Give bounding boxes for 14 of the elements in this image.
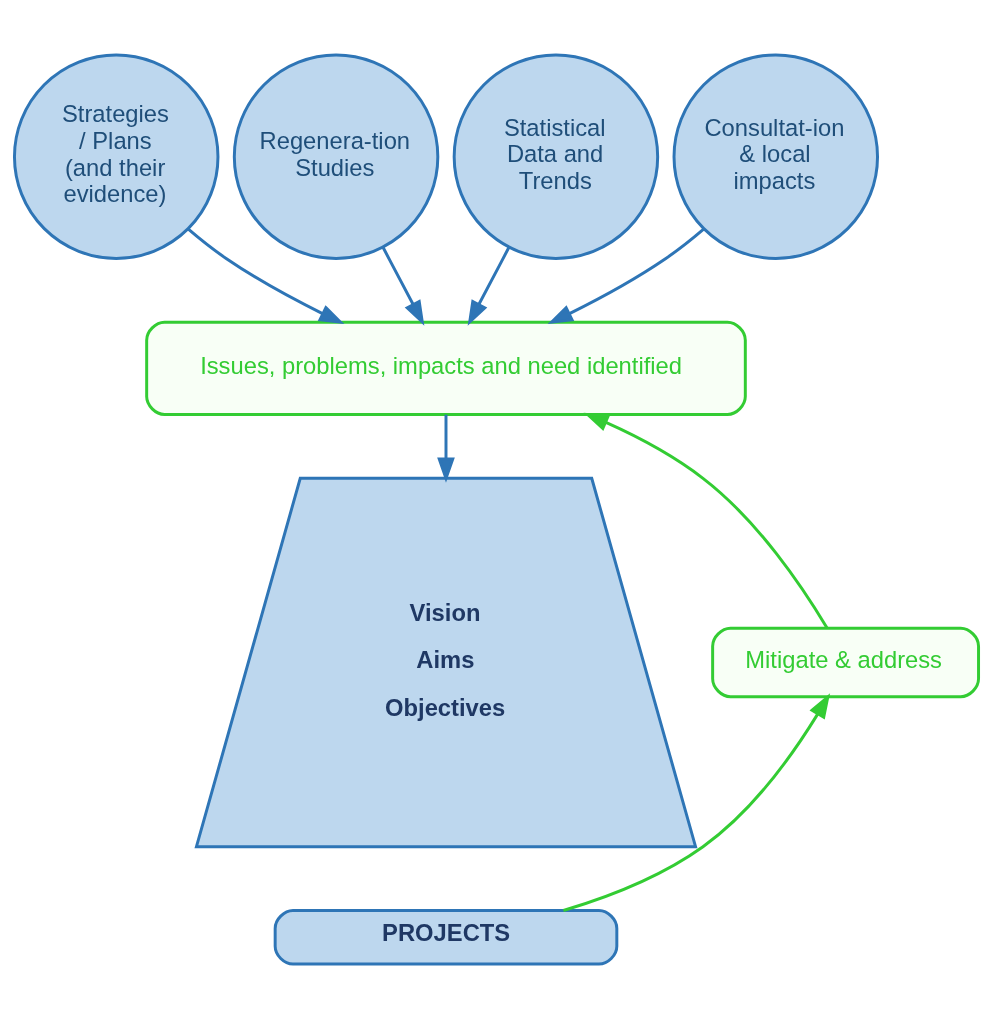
arrow bbox=[467, 246, 511, 326]
node-box: Mitigate & address bbox=[711, 626, 981, 699]
node-circle: Consultat-ion & local impacts bbox=[672, 53, 879, 260]
node-circle: Strategies / Plans (and their evidence) bbox=[12, 53, 220, 260]
arrow bbox=[381, 246, 425, 326]
node-circle: Statistical Data and Trends bbox=[452, 53, 660, 260]
node-box: Issues, problems, impacts and need identified bbox=[145, 320, 747, 416]
node-box: PROJECTS bbox=[273, 909, 619, 966]
node-circle: Regenera-tion Studies bbox=[232, 53, 440, 260]
arrow bbox=[562, 693, 831, 912]
arrow bbox=[187, 228, 345, 325]
arrow bbox=[547, 228, 705, 325]
arrow bbox=[583, 412, 829, 629]
arrow bbox=[437, 414, 455, 483]
